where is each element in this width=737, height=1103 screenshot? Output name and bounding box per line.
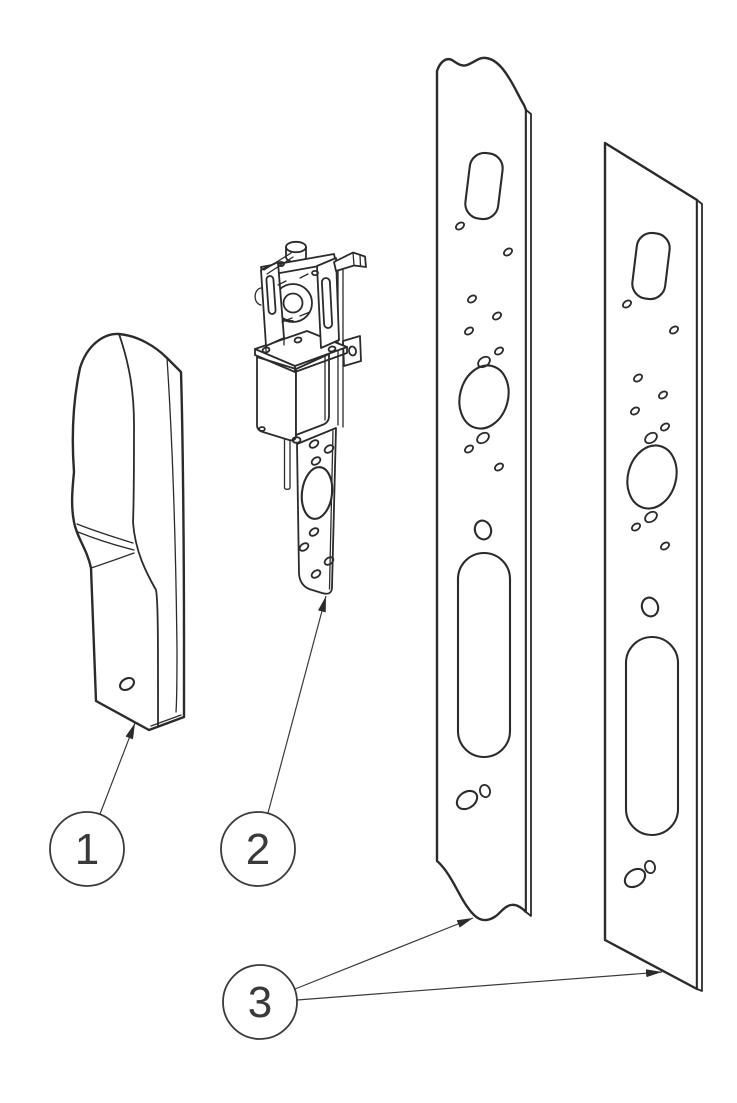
- left-plate-top-obround: [464, 151, 504, 221]
- callout-circle-3: [222, 964, 298, 1040]
- left-hole-d: [492, 311, 502, 321]
- right-oval-h: [644, 510, 658, 524]
- callout-2: 2: [220, 595, 327, 887]
- leader-line-1: [99, 722, 136, 815]
- strap-plate-thickness: [328, 430, 334, 590]
- right-plate-thickness-edge: [696, 199, 703, 992]
- cover-silhouette: [70, 332, 186, 732]
- left-hole-f: [494, 346, 504, 356]
- side-tab-hole: [348, 345, 357, 357]
- head-left-slot: [265, 275, 277, 315]
- part-2-latch-assembly: [254, 240, 367, 595]
- solenoid-corner-screw: [258, 426, 266, 432]
- left-plate-slot: [456, 551, 512, 759]
- part-1-cover: [70, 332, 186, 732]
- cover-side-inner-edge: [166, 357, 178, 713]
- strap-hole-5: [298, 542, 310, 552]
- leader-line-3b: [296, 969, 663, 1001]
- flange-screw-3: [327, 345, 337, 353]
- right-hole-b: [669, 325, 679, 335]
- right-hole-i: [631, 522, 641, 532]
- callout-circle-1: [49, 811, 125, 887]
- leader-line-3a: [294, 917, 474, 990]
- head-left-plate: [260, 261, 285, 347]
- callout-number-2: 2: [246, 825, 270, 874]
- left-hole-b: [503, 247, 513, 257]
- callout-circle-2: [220, 811, 296, 887]
- head-screw-1: [277, 260, 285, 267]
- left-plate-thickness-edge: [525, 109, 532, 917]
- head-screw-2: [311, 269, 319, 276]
- solenoid-foot: [291, 436, 302, 444]
- cover-wave-line-1: [76, 523, 134, 544]
- side-tab: [342, 335, 362, 367]
- flange-thickness-right: [294, 346, 348, 373]
- cover-bottom-thickness-line: [150, 714, 182, 727]
- right-hole-f: [660, 422, 670, 432]
- leader-line-2: [267, 595, 327, 814]
- left-plate-center-hole: [458, 364, 510, 430]
- callout-3: 3: [222, 917, 663, 1040]
- right-hole-d: [658, 390, 668, 400]
- left-plate-medium-hole: [473, 519, 493, 541]
- strap-oval-cutout: [300, 466, 334, 520]
- cover-front-edge-crease: [118, 333, 159, 727]
- right-plate-center-hole: [626, 444, 678, 510]
- cover-wave-line-3: [90, 552, 135, 569]
- strap-hole-2: [323, 444, 335, 454]
- right-plate-slot: [624, 635, 680, 837]
- right-hole-e: [630, 406, 640, 416]
- left-hole-a: [455, 221, 465, 231]
- right-hole-c: [633, 373, 643, 383]
- left-plate-bottom-small: [479, 783, 491, 799]
- head-right-slot: [321, 277, 333, 329]
- callout-1: 1: [49, 722, 136, 887]
- latch-head: [254, 240, 367, 352]
- strap-hole-7: [310, 569, 322, 579]
- left-hole-j: [494, 462, 504, 472]
- left-oval-h: [476, 431, 490, 445]
- flange-thickness-left: [254, 348, 296, 373]
- solenoid-body-side: [295, 353, 330, 436]
- strap-hole-3: [310, 456, 322, 466]
- right-plate-top-obround: [631, 231, 671, 301]
- left-plate-bottom-oval: [455, 789, 479, 811]
- left-hole-c: [467, 294, 477, 304]
- head-arm-detail: [352, 251, 362, 267]
- head-base-lines: [265, 337, 285, 352]
- cover-screw-hole: [118, 676, 136, 692]
- right-hole-a: [622, 299, 632, 309]
- cam-roller-inner: [282, 292, 304, 314]
- part-3-mounting-plate-left: [435, 56, 532, 922]
- callouts: 1 2 3: [49, 595, 663, 1040]
- head-detail-lines: [254, 273, 311, 323]
- left-hole-i: [464, 444, 474, 454]
- callout-number-1: 1: [75, 825, 99, 874]
- strap-hole-1: [308, 439, 320, 449]
- right-plate-bottom-small: [644, 859, 656, 875]
- flange-screw-2: [293, 336, 303, 344]
- part-3-mounting-plate-right: [603, 141, 703, 992]
- head-arm: [333, 251, 367, 272]
- right-hole-j: [660, 541, 670, 551]
- strap-hole-4: [308, 527, 320, 537]
- left-hole-e: [464, 326, 474, 336]
- strap-hole-6: [323, 556, 335, 566]
- left-plate-face: [435, 56, 528, 922]
- right-plate-bottom-oval: [623, 867, 647, 889]
- cover-wave-line-2: [77, 531, 135, 551]
- head-top-cylinder: [285, 240, 307, 254]
- right-oval-g: [644, 431, 658, 445]
- right-plate-medium-hole: [640, 596, 660, 618]
- callout-number-3: 3: [248, 978, 272, 1027]
